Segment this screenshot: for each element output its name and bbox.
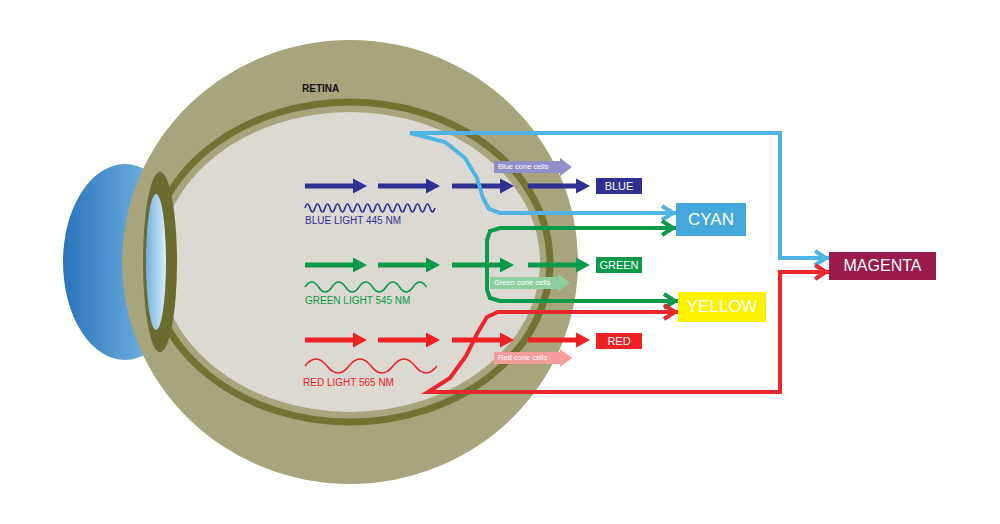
arrow-shape xyxy=(494,349,572,367)
node-text: CYAN xyxy=(688,203,734,236)
connector-line xyxy=(410,133,829,265)
cone-cell-arrow: Green cone cells xyxy=(490,274,570,292)
node-text: MAGENTA xyxy=(844,252,922,280)
color-box: MAGENTA xyxy=(829,252,936,280)
light-arrow xyxy=(305,333,367,348)
color-box: BLUE xyxy=(596,178,642,194)
color-box: YELLOW xyxy=(678,292,766,322)
wavelength-label: BLUE LIGHT 445 NM xyxy=(305,216,401,226)
cone-cell-arrow: Red cone cells xyxy=(494,349,572,367)
light-arrow xyxy=(528,179,590,194)
light-arrow xyxy=(452,333,514,348)
connector-group xyxy=(410,133,829,392)
node-text: BLUE xyxy=(605,178,634,194)
cone-cell-arrow: Blue cone cells xyxy=(494,158,572,176)
node-text: Red cone cells xyxy=(498,349,547,367)
node-text: Blue cone cells xyxy=(498,158,548,176)
connector-line xyxy=(428,265,829,392)
light-arrow xyxy=(378,333,440,348)
light-arrow xyxy=(378,179,440,194)
wavelength-label: GREEN LIGHT 545 NM xyxy=(305,296,410,306)
light-arrow xyxy=(452,258,514,273)
eyeball xyxy=(122,40,578,484)
node-text: Green cone cells xyxy=(494,274,550,292)
light-arrow xyxy=(305,258,367,273)
node-text: GREEN xyxy=(599,257,638,273)
color-box: CYAN xyxy=(676,203,746,236)
light-wave xyxy=(305,282,427,292)
light-arrow xyxy=(305,179,367,194)
node-text: RED xyxy=(607,333,630,349)
color-box: GREEN xyxy=(596,257,642,273)
light-arrow xyxy=(528,333,590,348)
arrow-shape xyxy=(490,274,570,292)
part-label: RETINA xyxy=(302,84,339,94)
light-arrow xyxy=(378,258,440,273)
lens-ring xyxy=(143,172,177,352)
color-box: RED xyxy=(596,333,642,349)
node-text: YELLOW xyxy=(687,292,758,322)
connector-line xyxy=(487,221,678,308)
lens xyxy=(146,194,166,330)
light-wave xyxy=(305,204,435,212)
retina-band xyxy=(150,102,550,422)
light-wave xyxy=(305,359,437,373)
wavelength-label: RED LIGHT 565 NM xyxy=(303,378,394,388)
light-arrow xyxy=(528,258,590,273)
arrow-shape xyxy=(494,158,572,176)
vitreous-body xyxy=(160,112,540,412)
